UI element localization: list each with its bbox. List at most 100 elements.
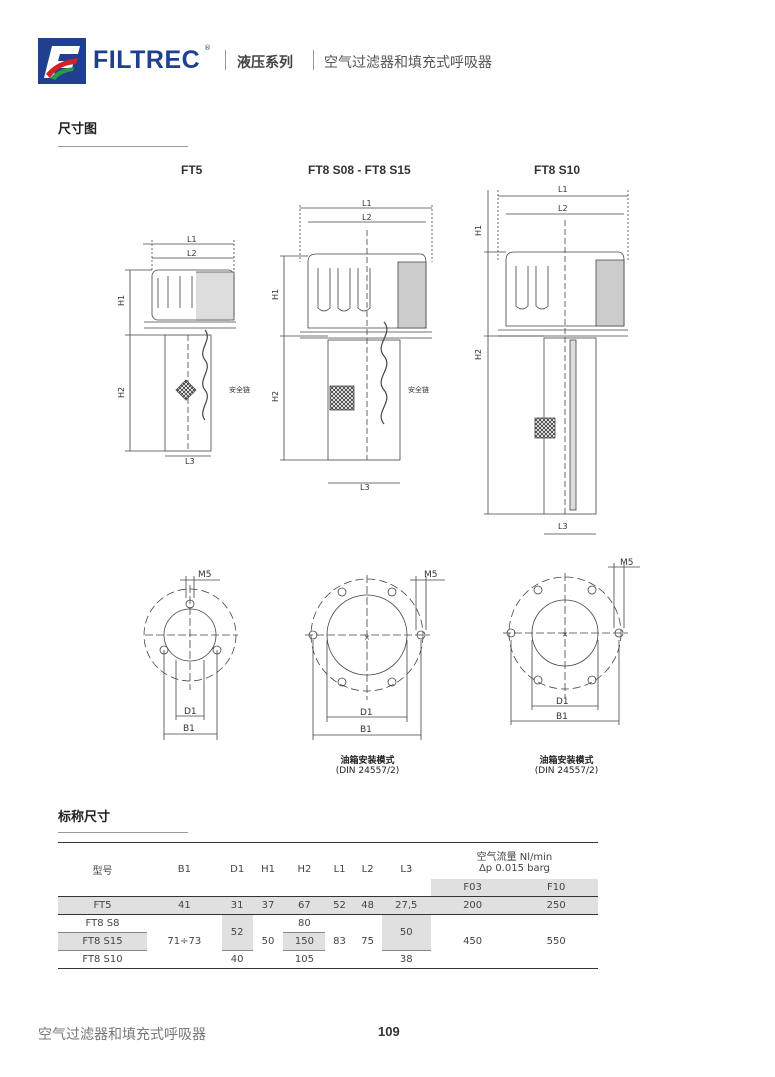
ft5-dim-b1: B1 (183, 724, 195, 734)
cell: 50 (252, 914, 284, 969)
ft8-dim-m5: M5 (424, 570, 438, 580)
cell: 83 (325, 914, 354, 969)
header-model: 型号 (58, 842, 147, 897)
header-f10: F10 (514, 879, 598, 897)
ft5-chain-label: 安全链 (229, 385, 250, 394)
section-rule (58, 146, 188, 147)
cell: FT8 S15 (58, 932, 147, 951)
ft8-s10-side-view (484, 190, 629, 535)
ft5-dim-d1: D1 (184, 707, 197, 717)
cell: 450 (430, 914, 515, 969)
brand-name: FILTREC (93, 46, 201, 74)
s10-dim-l2: L2 (558, 204, 568, 213)
s10-dim-l3: L3 (558, 522, 568, 531)
cell: 37 (252, 896, 284, 915)
header-subtitle: 空气过滤器和填充式呼吸器 (324, 55, 492, 71)
ft5-dim-m5: M5 (198, 570, 212, 580)
cell: 80 (283, 914, 326, 933)
ft8-dim-l1: L1 (362, 199, 372, 208)
header-f03: F03 (430, 879, 515, 897)
cell: FT8 S10 (58, 950, 147, 969)
model-label-ft5: FT5 (181, 163, 203, 177)
cell: FT5 (58, 896, 147, 915)
cell: 71÷73 (146, 914, 222, 969)
ft8-dim-h2: H2 (271, 391, 280, 402)
cell: 52 (325, 896, 354, 915)
header-b1: B1 (146, 842, 222, 897)
series-name: 液压系列 (237, 55, 293, 71)
header-l2: L2 (353, 842, 382, 897)
ft8-dim-d1: D1 (360, 708, 373, 718)
filtrec-logo (38, 38, 86, 84)
s10-dim-b1: B1 (556, 712, 568, 722)
ft8-chain-label: 安全链 (408, 385, 429, 394)
header-l3: L3 (381, 842, 431, 897)
cell: 27,5 (381, 896, 431, 915)
cell: FT8 S8 (58, 914, 147, 933)
ft5-dim-l1: L1 (187, 235, 197, 244)
s10-dim-h2: H2 (474, 349, 483, 360)
cell: 250 (514, 896, 598, 915)
ft8-dim-h1: H1 (271, 289, 280, 300)
svg-text:×: × (364, 633, 371, 642)
cell: 200 (430, 896, 515, 915)
ft8-dim-l3: L3 (360, 483, 370, 492)
table-row-ft8-s10: FT8 S10 40 105 38 (58, 950, 598, 969)
cell: 50 (381, 914, 431, 951)
s10-dim-d1: D1 (556, 697, 569, 707)
cell: 150 (283, 932, 326, 951)
tank-mount-caption-2: 油箱安装模式 (DIN 24557/2) (519, 753, 614, 776)
cell: 38 (381, 950, 431, 969)
header-divider (225, 50, 226, 70)
ft8-s10-top-view: × (503, 563, 640, 725)
cell: 52 (221, 914, 253, 951)
header-d1: D1 (221, 842, 253, 897)
airflow-title: 空气流量 Nl/min (476, 852, 553, 863)
table-row-ft8-s8: FT8 S8 71÷73 52 50 80 83 75 50 450 550 (58, 914, 598, 969)
table-row-ft8-s15: FT8 S15 150 (58, 932, 598, 951)
ft5-dim-h2: H2 (117, 387, 126, 398)
header-l1: L1 (325, 842, 354, 897)
header-h1: H1 (252, 842, 284, 897)
registered-mark: ® (204, 44, 211, 52)
caption-standard: (DIN 24557/2) (534, 766, 599, 776)
s10-dim-l1: L1 (558, 185, 568, 194)
svg-text:×: × (562, 630, 569, 639)
cell: 41 (146, 896, 222, 915)
footer-title: 空气过滤器和填充式呼吸器 (38, 1027, 206, 1043)
ft5-dim-l2: L2 (187, 249, 197, 258)
model-label-ft8-s10: FT8 S10 (534, 163, 581, 177)
s10-dim-m5: M5 (620, 558, 634, 568)
cell: 75 (353, 914, 382, 969)
cell: 67 (283, 896, 326, 915)
table-row-ft5: FT5 41 31 37 67 52 48 27,5 200 250 (58, 896, 598, 915)
section-title-nominal-dimensions: 标称尺寸 (58, 810, 111, 825)
table-header-row: 型号 B1 D1 H1 H2 L1 L2 L3 空气流量 Nl/min Δp 0… (58, 842, 598, 897)
s10-dim-h1: H1 (474, 225, 483, 236)
cell: 48 (353, 896, 382, 915)
ft8-dim-l2: L2 (362, 213, 372, 222)
ft5-side-view (125, 240, 236, 457)
cell: 31 (221, 896, 253, 915)
cell: 40 (221, 950, 253, 969)
ft8-s08-top-view: × (305, 575, 445, 740)
cell: 105 (283, 950, 326, 969)
section-rule (58, 832, 188, 833)
model-label-ft8-s08-s15: FT8 S08 - FT8 S15 (308, 163, 411, 177)
dimensions-table: 型号 B1 D1 H1 H2 L1 L2 L3 空气流量 Nl/min Δp 0… (58, 842, 598, 969)
header-divider (313, 50, 314, 70)
section-title-dimensions: 尺寸图 (58, 122, 98, 137)
ft8-dim-b1: B1 (360, 725, 372, 735)
caption-title: 油箱安装模式 (539, 756, 594, 766)
caption-title: 油箱安装模式 (340, 756, 395, 766)
airflow-condition: Δp 0.015 barg (478, 863, 550, 874)
table-subheader-row: F03 F10 (58, 879, 598, 897)
ft8-s08-s15-side-view (280, 205, 433, 484)
page-number: 109 (378, 1024, 400, 1039)
ft5-dim-l3: L3 (185, 457, 195, 466)
ft5-top-view (143, 576, 238, 740)
cell: 550 (514, 914, 598, 969)
tank-mount-caption-1: 油箱安装模式 (DIN 24557/2) (320, 753, 415, 776)
technical-drawings: × × L1 L2 L3 H (117, 185, 640, 740)
ft5-dim-h1: H1 (117, 295, 126, 306)
